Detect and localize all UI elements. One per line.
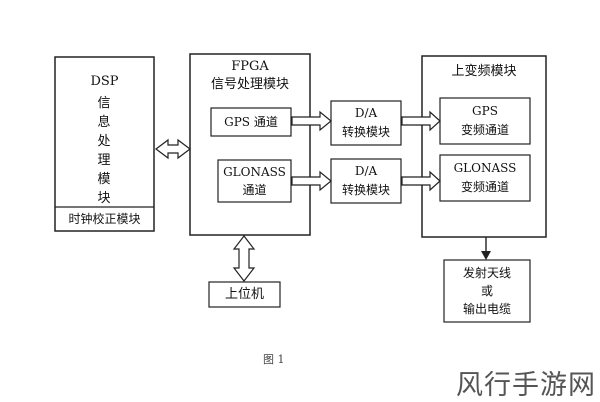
host-computer-label: 上位机: [224, 287, 264, 302]
da-converter-1-box: [330, 100, 402, 146]
upconverter-title: 上变频模块: [451, 64, 517, 79]
output-line-2: 或: [480, 284, 493, 298]
da-converter-1-subtitle: 转换模块: [341, 125, 390, 139]
dsp-fpga-bidirectional-arrow: [155, 138, 191, 160]
upconverter-glonass-label-2: 变频通道: [460, 180, 509, 194]
gps-to-da-arrow: [291, 110, 332, 132]
dsp-title: DSP: [90, 74, 119, 89]
upconverter-glonass-label-1: GLONASS: [453, 161, 517, 175]
da-converter-1-title: D/A: [354, 106, 378, 120]
da-converter-2-box: [330, 158, 402, 204]
output-box: [443, 259, 531, 323]
dsp-label-char: 息: [97, 115, 111, 130]
fpga-glonass-channel-label-2: 通道: [242, 183, 267, 197]
da-converter-2-subtitle: 转换模块: [341, 183, 390, 197]
upconverter-gps-box: [439, 97, 531, 145]
fpga-host-bidirectional-arrow: [232, 235, 256, 282]
upconverter-block: [421, 55, 547, 238]
fpga-subtitle: 信号处理模块: [210, 77, 289, 92]
upconverter-to-output-arrowhead: [481, 251, 491, 260]
fpga-glonass-channel-box: [217, 159, 292, 203]
upconverter-gps-label-1: GPS: [472, 104, 498, 118]
da-to-upconverter-glonass-arrow: [401, 170, 441, 192]
fpga-block: [189, 53, 311, 236]
dsp-label-char: 模: [97, 172, 111, 187]
dsp-label-char: 信: [97, 96, 111, 111]
glonass-to-da-arrow: [291, 170, 332, 192]
host-box: [208, 281, 281, 308]
watermark-text: 风行手游网: [456, 370, 596, 401]
clock-correction-label: 时钟校正模块: [68, 212, 141, 226]
output-line-1: 发射天线: [462, 266, 511, 280]
dsp-label-char: 处: [97, 134, 111, 149]
fpga-title: FPGA: [231, 59, 269, 74]
fpga-glonass-channel-label-1: GLONASS: [223, 165, 286, 179]
upconverter-glonass-box: [439, 154, 531, 202]
fpga-gps-channel-box: [210, 107, 292, 137]
dsp-block: [54, 56, 155, 232]
figure-caption: 图 1: [263, 353, 285, 366]
output-line-3: 输出电缆: [462, 302, 511, 316]
upconverter-gps-label-2: 变频通道: [460, 123, 509, 137]
dsp-label-char: 理: [97, 153, 111, 168]
fpga-gps-channel-label: GPS 通道: [224, 115, 278, 129]
dsp-label-char: 块: [97, 191, 111, 206]
da-converter-2-title: D/A: [354, 164, 378, 178]
da-to-upconverter-gps-arrow: [401, 110, 441, 132]
